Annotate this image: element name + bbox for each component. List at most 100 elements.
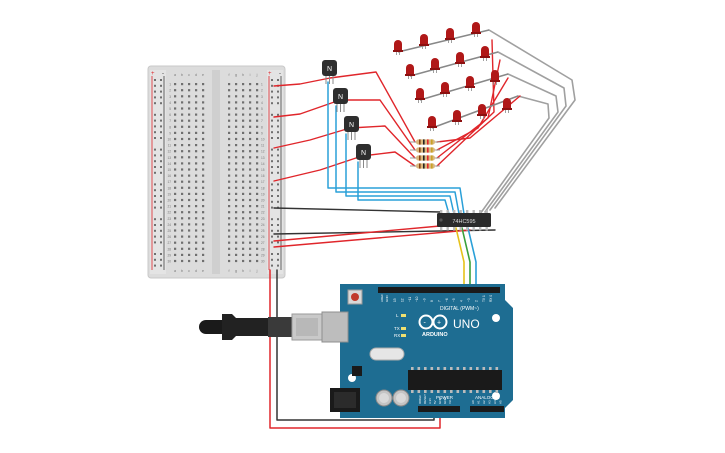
breadboard-hole[interactable] xyxy=(181,217,184,220)
breadboard-hole[interactable] xyxy=(195,186,198,189)
rail-hole[interactable] xyxy=(160,84,162,87)
breadboard-hole[interactable] xyxy=(174,125,177,128)
breadboard-hole[interactable] xyxy=(195,217,198,220)
rail-hole[interactable] xyxy=(271,229,273,232)
rail-hole[interactable] xyxy=(277,90,279,93)
shift-register-chip[interactable]: 74HC595 xyxy=(437,210,491,231)
breadboard-hole[interactable] xyxy=(249,205,252,208)
breadboard-hole[interactable] xyxy=(181,144,184,147)
breadboard-hole[interactable] xyxy=(195,241,198,244)
rail-hole[interactable] xyxy=(277,148,279,151)
resistor-4[interactable] xyxy=(410,163,440,169)
rail-hole[interactable] xyxy=(154,206,156,209)
breadboard-hole[interactable] xyxy=(188,144,191,147)
breadboard-hole[interactable] xyxy=(188,253,191,256)
rail-hole[interactable] xyxy=(271,154,273,157)
breadboard-hole[interactable] xyxy=(188,125,191,128)
breadboard-hole[interactable] xyxy=(181,180,184,183)
breadboard-hole[interactable] xyxy=(195,95,198,98)
breadboard-hole[interactable] xyxy=(174,211,177,214)
breadboard-hole[interactable] xyxy=(174,137,177,141)
breadboard-hole[interactable] xyxy=(242,144,245,147)
breadboard-hole[interactable] xyxy=(228,241,231,244)
breadboard-hole[interactable] xyxy=(174,217,177,220)
breadboard-hole[interactable] xyxy=(235,119,238,122)
rail-hole[interactable] xyxy=(154,241,156,244)
breadboard-hole[interactable] xyxy=(256,198,259,202)
rail-hole[interactable] xyxy=(154,125,156,128)
breadboard-hole[interactable] xyxy=(181,168,184,171)
breadboard-hole[interactable] xyxy=(195,101,198,104)
rail-hole[interactable] xyxy=(271,183,273,186)
rail-hole[interactable] xyxy=(271,166,273,168)
rail-hole[interactable] xyxy=(154,96,156,99)
breadboard-hole[interactable] xyxy=(202,229,205,232)
breadboard-hole[interactable] xyxy=(174,205,177,208)
breadboard-hole[interactable] xyxy=(242,107,245,110)
breadboard-hole[interactable] xyxy=(188,119,191,122)
breadboard-hole[interactable] xyxy=(235,150,238,153)
breadboard-hole[interactable] xyxy=(202,107,205,110)
breadboard-hole[interactable] xyxy=(249,168,252,171)
breadboard-hole[interactable] xyxy=(228,144,231,147)
transistor-q1[interactable]: N xyxy=(322,60,337,84)
breadboard-hole[interactable] xyxy=(195,174,198,177)
wire-red-sr-2[interactable] xyxy=(273,229,471,248)
breadboard-hole[interactable] xyxy=(181,95,184,98)
breadboard-hole[interactable] xyxy=(195,144,198,147)
breadboard-hole[interactable] xyxy=(256,101,259,104)
rail-hole[interactable] xyxy=(154,84,156,87)
rail-hole[interactable] xyxy=(271,79,273,81)
rail-hole[interactable] xyxy=(160,200,162,203)
breadboard-hole[interactable] xyxy=(228,89,231,92)
breadboard-hole[interactable] xyxy=(174,113,177,116)
breadboard-hole[interactable] xyxy=(256,241,259,244)
breadboard-hole[interactable] xyxy=(195,259,198,263)
breadboard-hole[interactable] xyxy=(202,131,205,134)
rail-hole[interactable] xyxy=(271,90,273,93)
breadboard-hole[interactable] xyxy=(181,253,184,256)
led-r3-c1[interactable] xyxy=(415,88,425,103)
rail-hole[interactable] xyxy=(277,125,279,128)
breadboard-hole[interactable] xyxy=(228,223,231,226)
breadboard-hole[interactable] xyxy=(174,259,177,263)
breadboard-hole[interactable] xyxy=(256,137,259,141)
breadboard-hole[interactable] xyxy=(202,162,205,165)
breadboard-hole[interactable] xyxy=(256,89,259,92)
rail-hole[interactable] xyxy=(154,160,156,163)
breadboard-hole[interactable] xyxy=(256,253,259,256)
breadboard-hole[interactable] xyxy=(256,217,259,220)
breadboard-hole[interactable] xyxy=(235,83,238,86)
breadboard-hole[interactable] xyxy=(256,119,259,122)
rail-hole[interactable] xyxy=(277,171,279,174)
rail-hole[interactable] xyxy=(154,113,156,116)
rail-hole[interactable] xyxy=(271,160,273,163)
wire-red-led-row-3[interactable] xyxy=(436,59,501,159)
breadboard-hole[interactable] xyxy=(188,205,191,208)
rail-hole[interactable] xyxy=(271,137,273,139)
breadboard-hole[interactable] xyxy=(249,156,252,159)
rail-hole[interactable] xyxy=(271,125,273,128)
rail-hole[interactable] xyxy=(271,195,273,197)
reset-button[interactable] xyxy=(347,289,363,305)
breadboard-hole[interactable] xyxy=(181,131,184,134)
breadboard-hole[interactable] xyxy=(188,95,191,98)
breadboard-hole[interactable] xyxy=(174,150,177,153)
rail-hole[interactable] xyxy=(277,113,279,116)
breadboard-hole[interactable] xyxy=(256,83,259,86)
breadboard-hole[interactable] xyxy=(249,119,252,122)
breadboard-hole[interactable] xyxy=(174,235,177,238)
wire-blue-clock[interactable] xyxy=(467,227,477,291)
breadboard-hole[interactable] xyxy=(228,95,231,98)
wire-red-led-row-4[interactable] xyxy=(436,39,495,167)
breadboard-hole[interactable] xyxy=(228,137,231,141)
breadboard-hole[interactable] xyxy=(188,192,191,195)
breadboard-hole[interactable] xyxy=(235,95,238,98)
breadboard-hole[interactable] xyxy=(181,150,184,153)
breadboard-hole[interactable] xyxy=(174,119,177,122)
breadboard-hole[interactable] xyxy=(174,144,177,147)
breadboard-hole[interactable] xyxy=(195,205,198,208)
breadboard-hole[interactable] xyxy=(202,205,205,208)
breadboard-hole[interactable] xyxy=(228,174,231,177)
breadboard-hole[interactable] xyxy=(235,101,238,104)
